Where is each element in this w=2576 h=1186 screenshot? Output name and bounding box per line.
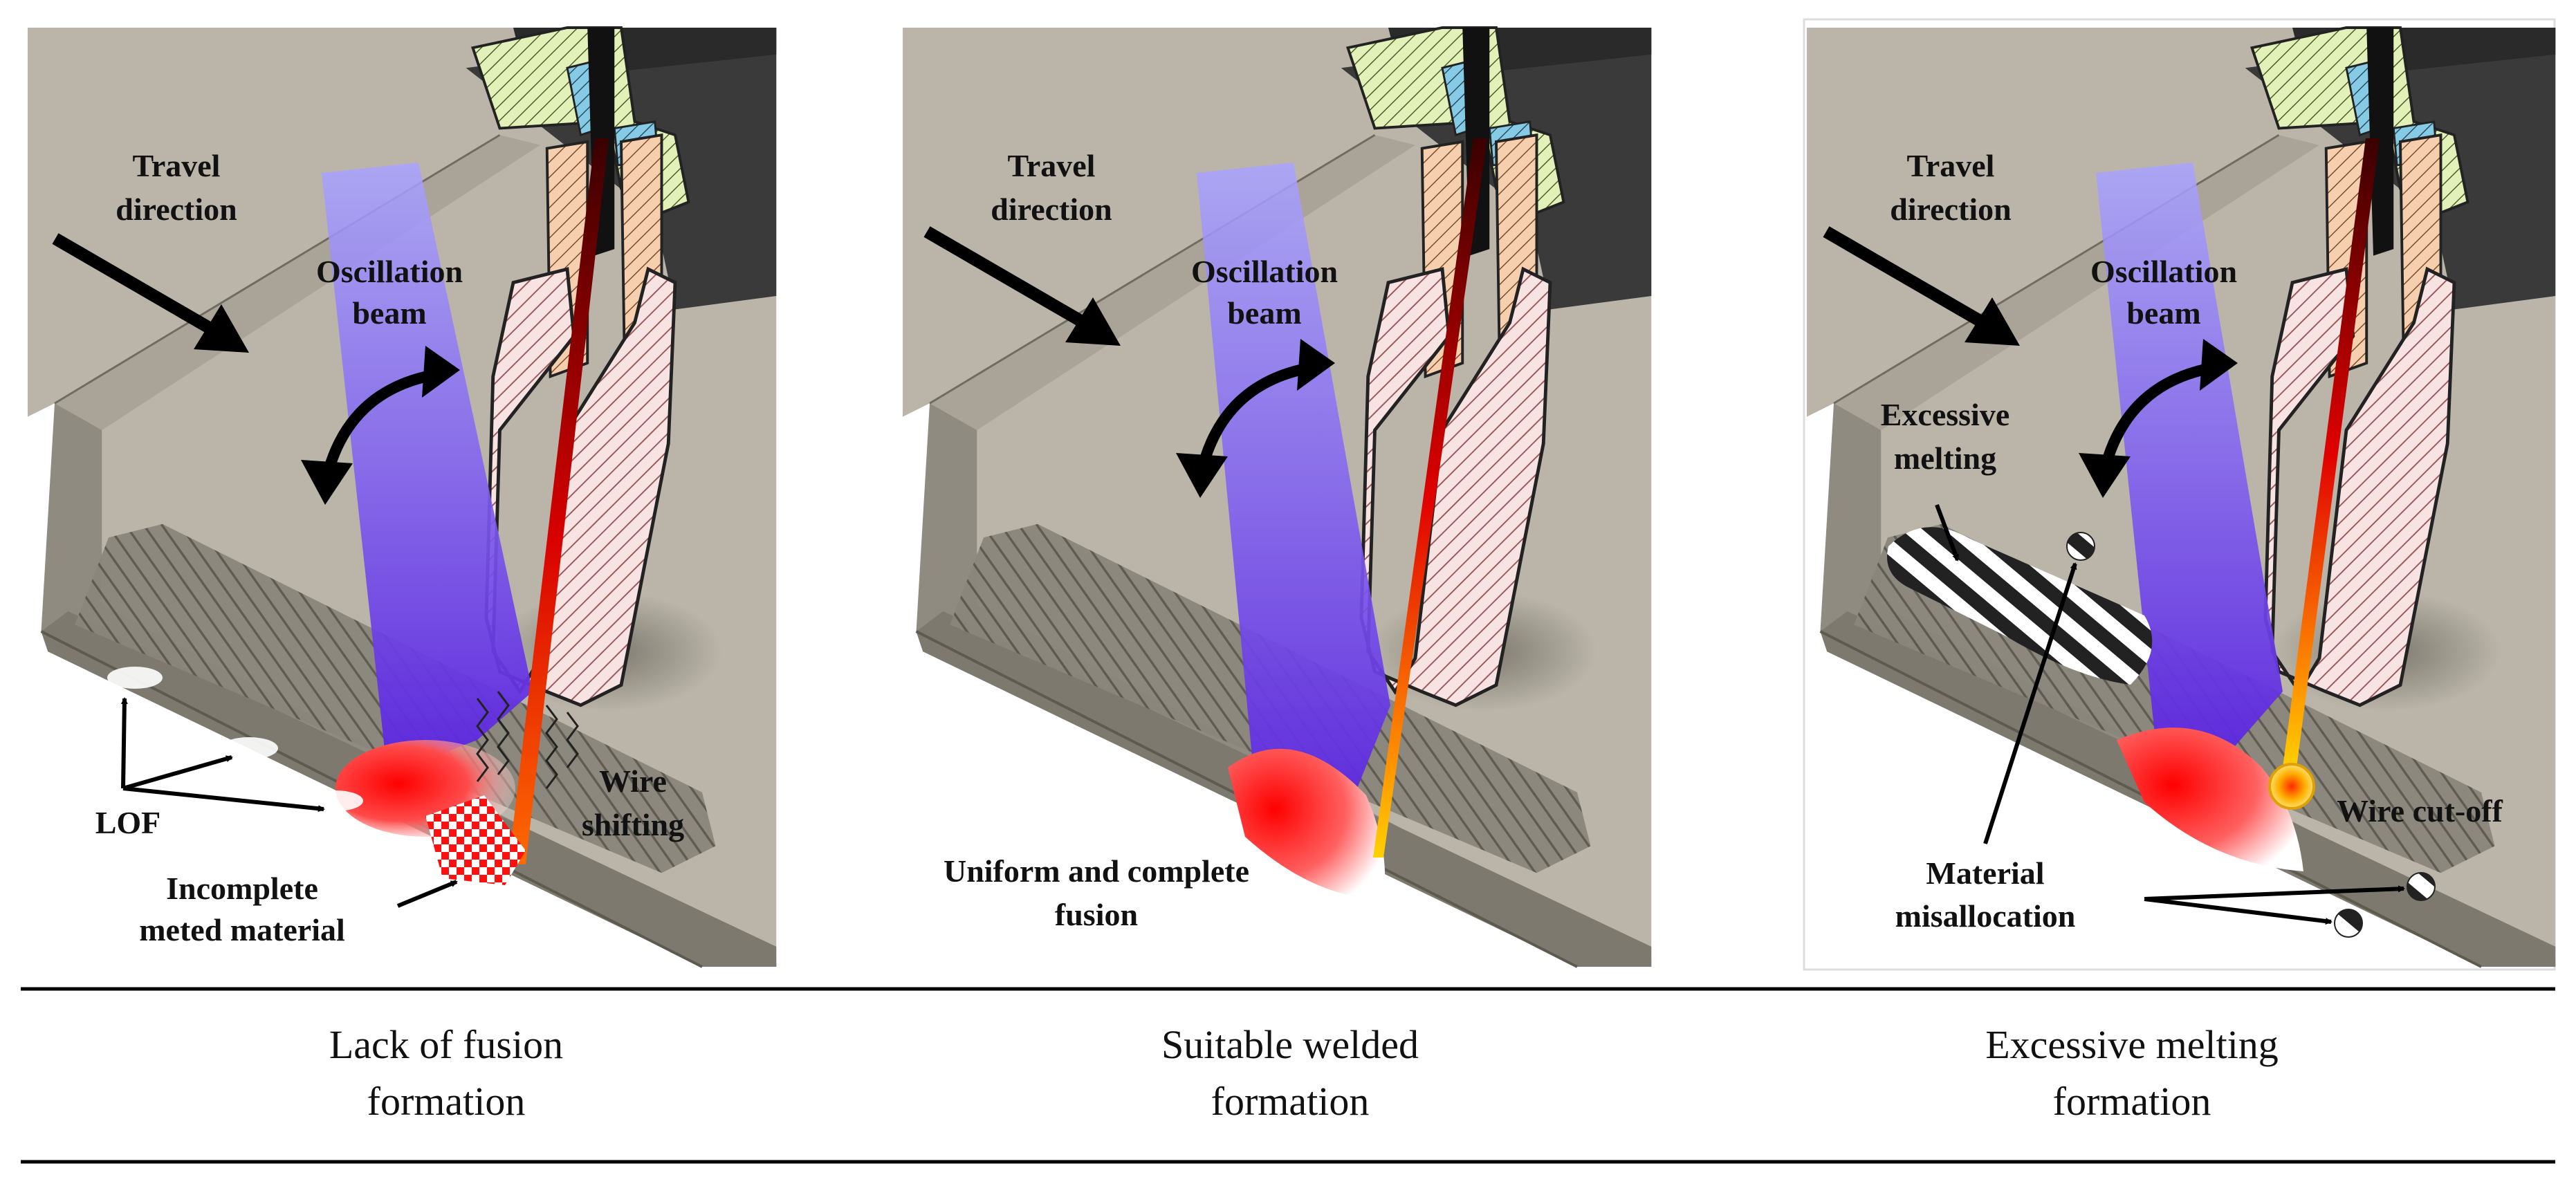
misalloc-label-line1: Material: [1926, 855, 2044, 891]
oscillation-arrow-head-2b: [1176, 453, 1228, 498]
travel-arrow-head-2: [1065, 297, 1121, 346]
misalloc-arrow: [1983, 562, 2077, 844]
oscillation-beam-2: [1197, 163, 1390, 830]
oscillation-arrow-head-3b: [2079, 453, 2131, 498]
oscillation-arrow-head-1b: [301, 460, 353, 505]
droplet: [2407, 872, 2436, 901]
incomplete-label-line1: Incomplete: [166, 871, 318, 906]
travel-label-line2: direction: [116, 192, 237, 227]
wire-cutoff-ball: [2268, 763, 2315, 810]
caption-excessive-line2: formation: [2053, 1079, 2211, 1124]
incomplete-arrow: [396, 880, 458, 908]
caption-suitable-line1: Suitable welded: [1161, 1022, 1419, 1067]
excessive-melt-blob: [1887, 527, 2153, 685]
panel-1-overlay: Travel direction Oscillation beam LOF Wi…: [52, 138, 684, 947]
droplet: [2066, 532, 2095, 561]
caption-lack-of-fusion-line1: Lack of fusion: [329, 1022, 563, 1067]
incomplete-label-line2: meted material: [139, 912, 345, 947]
oscillation-arrow-1: [320, 368, 444, 485]
travel-arrow-3: [1823, 226, 2003, 337]
oscillation-label-line1: Oscillation: [316, 254, 463, 289]
travel-label-line1: Travel: [1907, 148, 1995, 183]
oscillation-label-line1: Oscillation: [2090, 254, 2237, 289]
panel-excessive: [1803, 18, 2555, 971]
wire-3: [2283, 138, 2380, 768]
misalloc-arrow: [2144, 885, 2405, 901]
panel-3-overlay: Travel direction Oscillation beam Excess…: [1823, 138, 2503, 938]
travel-label-line2: direction: [1890, 192, 2011, 227]
wire-shifting-marks: [476, 691, 579, 789]
oscillation-label-line1: Oscillation: [1191, 254, 1338, 289]
lof-spot: [107, 667, 163, 689]
melt-pool-3: [2117, 728, 2303, 871]
caption-lack-of-fusion-line2: formation: [367, 1079, 526, 1124]
travel-label-line1: Travel: [133, 148, 221, 183]
lof-arrow: [120, 697, 128, 789]
caption-excessive-line1: Excessive melting: [1985, 1022, 2279, 1067]
oscillation-arrow-head-3a: [2200, 339, 2238, 391]
travel-arrow-head-3: [1965, 297, 2020, 346]
travel-label-line2: direction: [991, 192, 1112, 227]
wire-1: [508, 138, 609, 864]
oscillation-arrow-3: [2097, 361, 2222, 479]
travel-label-line1: Travel: [1008, 148, 1096, 183]
travel-arrow-1: [52, 233, 232, 344]
oscillation-arrow-head-1a: [422, 346, 460, 398]
droplet: [2334, 909, 2363, 938]
travel-arrow-2: [923, 226, 1103, 337]
excessive-label-line2: melting: [1894, 441, 1996, 476]
misalloc-arrow: [2144, 897, 2333, 925]
misalloc-label-line2: misallocation: [1895, 898, 2076, 934]
oscillation-arrow-head-2a: [1297, 339, 1335, 391]
lof-arrow: [122, 755, 233, 790]
oscillation-label-line2: beam: [352, 295, 426, 331]
caption-suitable-line2: formation: [1211, 1079, 1370, 1124]
wire-cutoff-label: Wire cut-off: [2337, 793, 2503, 828]
caption-table: Lack of fusion formation Suitable welded…: [21, 987, 2555, 1164]
lof-arrow: [122, 786, 325, 813]
oscillation-beam-1: [322, 163, 533, 775]
excessive-arrow: [1935, 503, 1960, 562]
panel-2-overlay: Travel direction Oscillation beam Unifor…: [923, 138, 1487, 932]
melt-pool-2: [1228, 748, 1386, 899]
lof-label: LOF: [95, 805, 161, 840]
wire-shifting-label-line2: shifting: [582, 807, 684, 842]
excessive-label-line1: Excessive: [1881, 397, 2010, 432]
incomplete-melt-1: [425, 795, 526, 885]
oscillation-label-line2: beam: [2126, 295, 2200, 331]
wire-shifting-label-line1: Wire: [599, 763, 667, 799]
travel-arrow-head-1: [194, 304, 249, 353]
wire-2: [1373, 138, 1487, 858]
oscillation-arrow-2: [1195, 361, 1319, 479]
uniform-label-line1: Uniform and complete: [944, 853, 1249, 889]
lof-spot: [220, 737, 278, 759]
uniform-label-line2: fusion: [1055, 897, 1138, 932]
oscillation-label-line2: beam: [1227, 295, 1301, 331]
